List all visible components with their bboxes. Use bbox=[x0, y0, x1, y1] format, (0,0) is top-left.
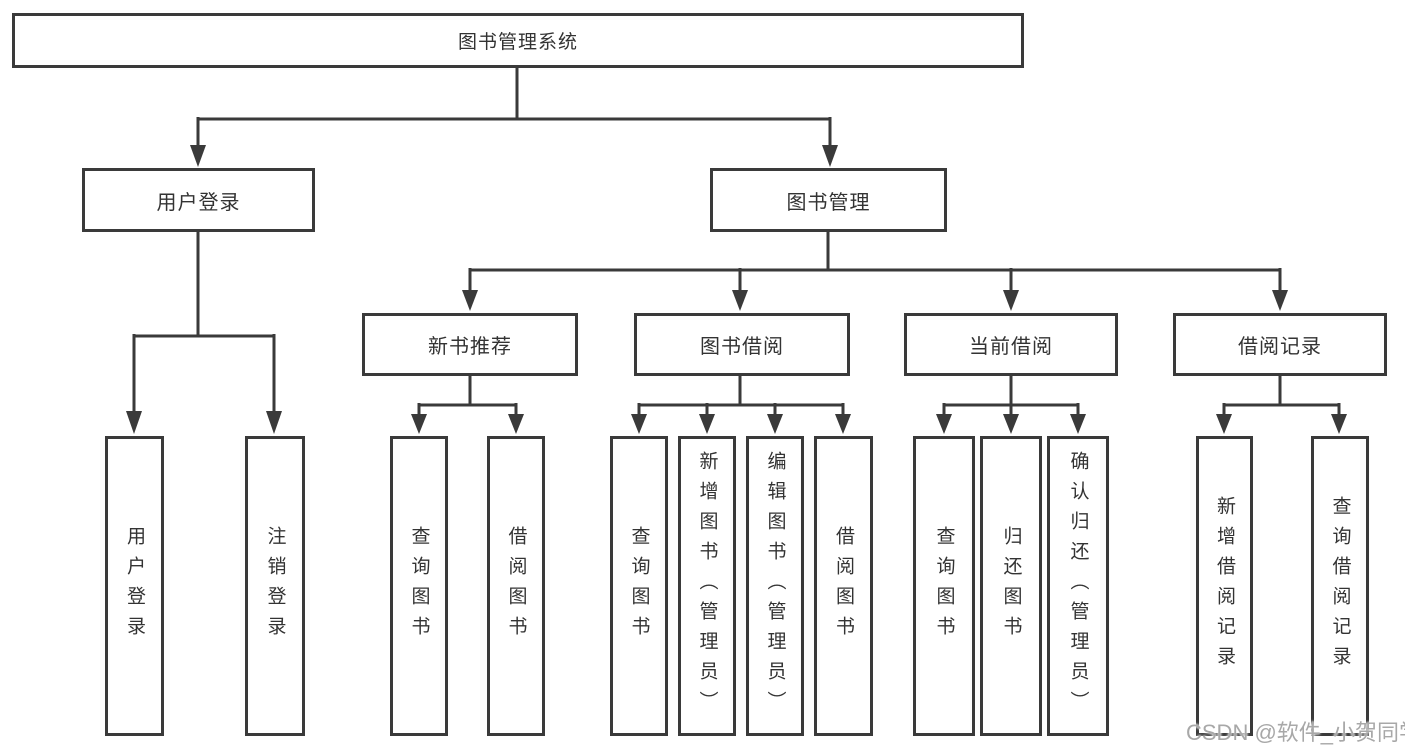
connector-root-to-level2 bbox=[190, 68, 838, 167]
node-book-management: 图书管理 bbox=[710, 168, 947, 232]
leaf-borrow-book-2-label: 借阅图书 bbox=[833, 526, 854, 646]
node-root-library-system: 图书管理系统 bbox=[12, 13, 1024, 68]
leaf-user-login: 用户登录 bbox=[105, 436, 164, 736]
leaf-query-borrow-record: 查询借阅记录 bbox=[1311, 436, 1369, 736]
connector-borrow-record-children bbox=[1216, 376, 1347, 434]
leaf-add-borrow-record-label: 新增借阅记录 bbox=[1214, 496, 1235, 676]
leaf-borrow-book-2: 借阅图书 bbox=[814, 436, 873, 736]
connector-user-login-children bbox=[126, 232, 282, 434]
leaf-add-borrow-record: 新增借阅记录 bbox=[1196, 436, 1253, 736]
leaf-query-book-1-label: 查询图书 bbox=[408, 526, 430, 646]
csdn-watermark: CSDN @软件_小贺同学 bbox=[1186, 720, 1405, 745]
connector-book-mgmt-children bbox=[462, 232, 1288, 311]
node-book-management-label: 图书管理 bbox=[786, 191, 871, 214]
leaf-query-book-3-label: 查询图书 bbox=[933, 526, 955, 646]
node-user-login: 用户登录 bbox=[82, 168, 315, 232]
leaf-add-book-admin-label: 新增图书（管理员） bbox=[696, 451, 718, 721]
leaf-edit-book-admin-label: 编辑图书（管理员） bbox=[764, 451, 786, 721]
node-current-borrow: 当前借阅 bbox=[904, 313, 1118, 376]
leaf-borrow-book-1: 借阅图书 bbox=[487, 436, 545, 736]
connector-new-book-children bbox=[411, 376, 524, 434]
leaf-return-book-label: 归还图书 bbox=[1000, 526, 1022, 646]
node-new-book-recommend: 新书推荐 bbox=[362, 313, 578, 376]
leaf-confirm-return-admin-label: 确认归还（管理员） bbox=[1067, 451, 1089, 721]
leaf-query-borrow-record-label: 查询借阅记录 bbox=[1329, 496, 1351, 676]
leaf-return-book: 归还图书 bbox=[980, 436, 1042, 736]
connector-current-borrow-children bbox=[936, 376, 1086, 434]
node-book-borrow-label: 图书借阅 bbox=[700, 336, 784, 358]
leaf-borrow-book-1-label: 借阅图书 bbox=[505, 526, 527, 646]
node-current-borrow-label: 当前借阅 bbox=[969, 336, 1053, 358]
node-borrow-record: 借阅记录 bbox=[1173, 313, 1387, 376]
leaf-query-book-1: 查询图书 bbox=[390, 436, 448, 736]
leaf-confirm-return-admin: 确认归还（管理员） bbox=[1047, 436, 1109, 736]
node-book-borrow: 图书借阅 bbox=[634, 313, 850, 376]
leaf-edit-book-admin: 编辑图书（管理员） bbox=[746, 436, 804, 736]
node-borrow-record-label: 借阅记录 bbox=[1238, 336, 1322, 358]
leaf-user-login-label: 用户登录 bbox=[124, 526, 145, 646]
node-user-login-label: 用户登录 bbox=[156, 191, 241, 214]
leaf-add-book-admin: 新增图书（管理员） bbox=[678, 436, 736, 736]
node-new-book-recommend-label: 新书推荐 bbox=[428, 336, 512, 358]
leaf-query-book-2: 查询图书 bbox=[610, 436, 668, 736]
leaf-logout-label: 注销登录 bbox=[264, 526, 286, 646]
leaf-query-book-3: 查询图书 bbox=[913, 436, 975, 736]
connector-book-borrow-children bbox=[631, 376, 851, 434]
leaf-logout: 注销登录 bbox=[245, 436, 305, 736]
leaf-query-book-2-label: 查询图书 bbox=[628, 526, 650, 646]
node-root-label: 图书管理系统 bbox=[457, 32, 578, 53]
